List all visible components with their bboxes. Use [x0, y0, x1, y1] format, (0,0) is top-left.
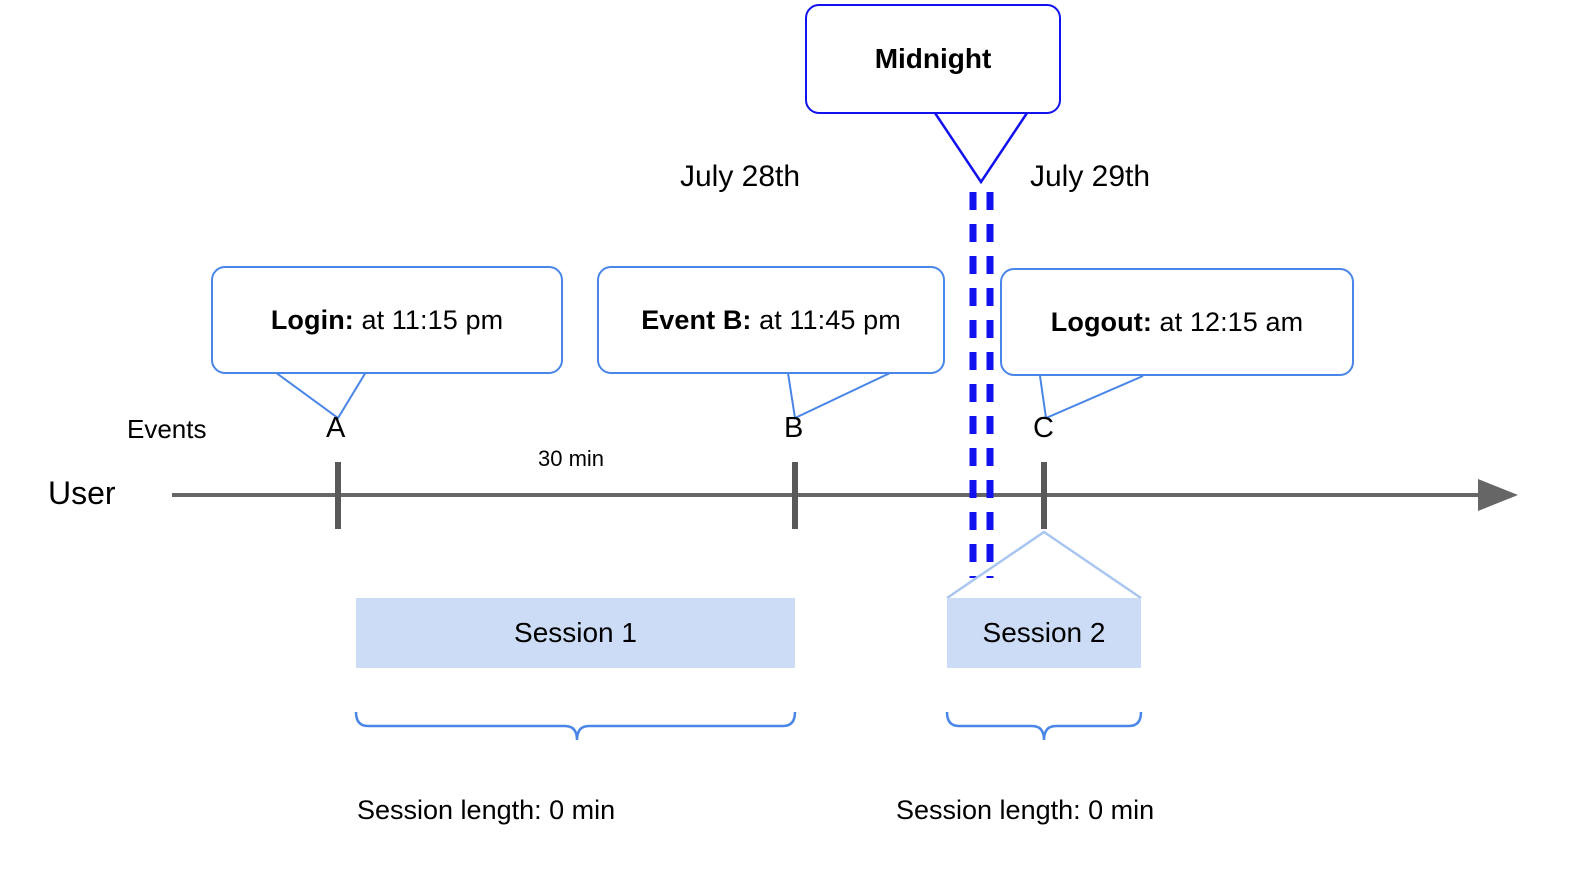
event-b-callout-tail	[787, 372, 891, 420]
session-1-length-label: Session length: 0 min	[357, 795, 616, 825]
session-block-1: Session 1	[356, 598, 795, 668]
session1-brace	[354, 711, 797, 741]
session2-connector	[946, 530, 1142, 600]
session2-brace	[945, 711, 1143, 741]
midnight-callout: Midnight	[805, 4, 1061, 114]
logout-callout: Logout: at 12:15 am	[1000, 268, 1354, 376]
login-callout: Login: at 11:15 pm	[211, 266, 563, 374]
date-label-july-29: July 29th	[1030, 160, 1151, 193]
event-letter-c: C	[1033, 412, 1054, 444]
gap-duration-label: 30 min	[538, 446, 605, 471]
event-letter-a: A	[326, 412, 346, 444]
date-label-july-28: July 28th	[680, 160, 801, 193]
lane-label-user: User	[48, 475, 116, 511]
login-callout-bold: Login:	[270, 304, 354, 335]
event-letter-b: B	[784, 412, 804, 444]
session-block-2: Session 2	[947, 598, 1141, 668]
logout-callout-rest: at 12:15 am	[1151, 306, 1304, 337]
event-b-callout: Event B: at 11:45 pm	[597, 266, 945, 374]
lane-label-events: Events	[127, 414, 207, 444]
midnight-callout-tail	[933, 112, 1029, 185]
logout-callout-tail	[1039, 375, 1144, 420]
session-1-label: Session 1	[514, 617, 637, 648]
session-2-label: Session 2	[982, 617, 1106, 648]
event-b-callout-bold: Event B:	[641, 304, 752, 335]
midnight-callout-label: Midnight	[874, 43, 992, 74]
logout-callout-bold: Logout:	[1050, 306, 1152, 337]
login-callout-text: Login: at 11:15 pm	[271, 305, 503, 336]
event-b-callout-text: Event B: at 11:45 pm	[641, 305, 901, 336]
logout-callout-text: Logout: at 12:15 am	[1051, 307, 1303, 338]
login-callout-rest: at 11:15 pm	[353, 304, 504, 335]
login-callout-tail	[274, 371, 367, 420]
event-b-callout-rest: at 11:45 pm	[751, 304, 901, 335]
session-2-length-label: Session length: 0 min	[896, 795, 1155, 825]
